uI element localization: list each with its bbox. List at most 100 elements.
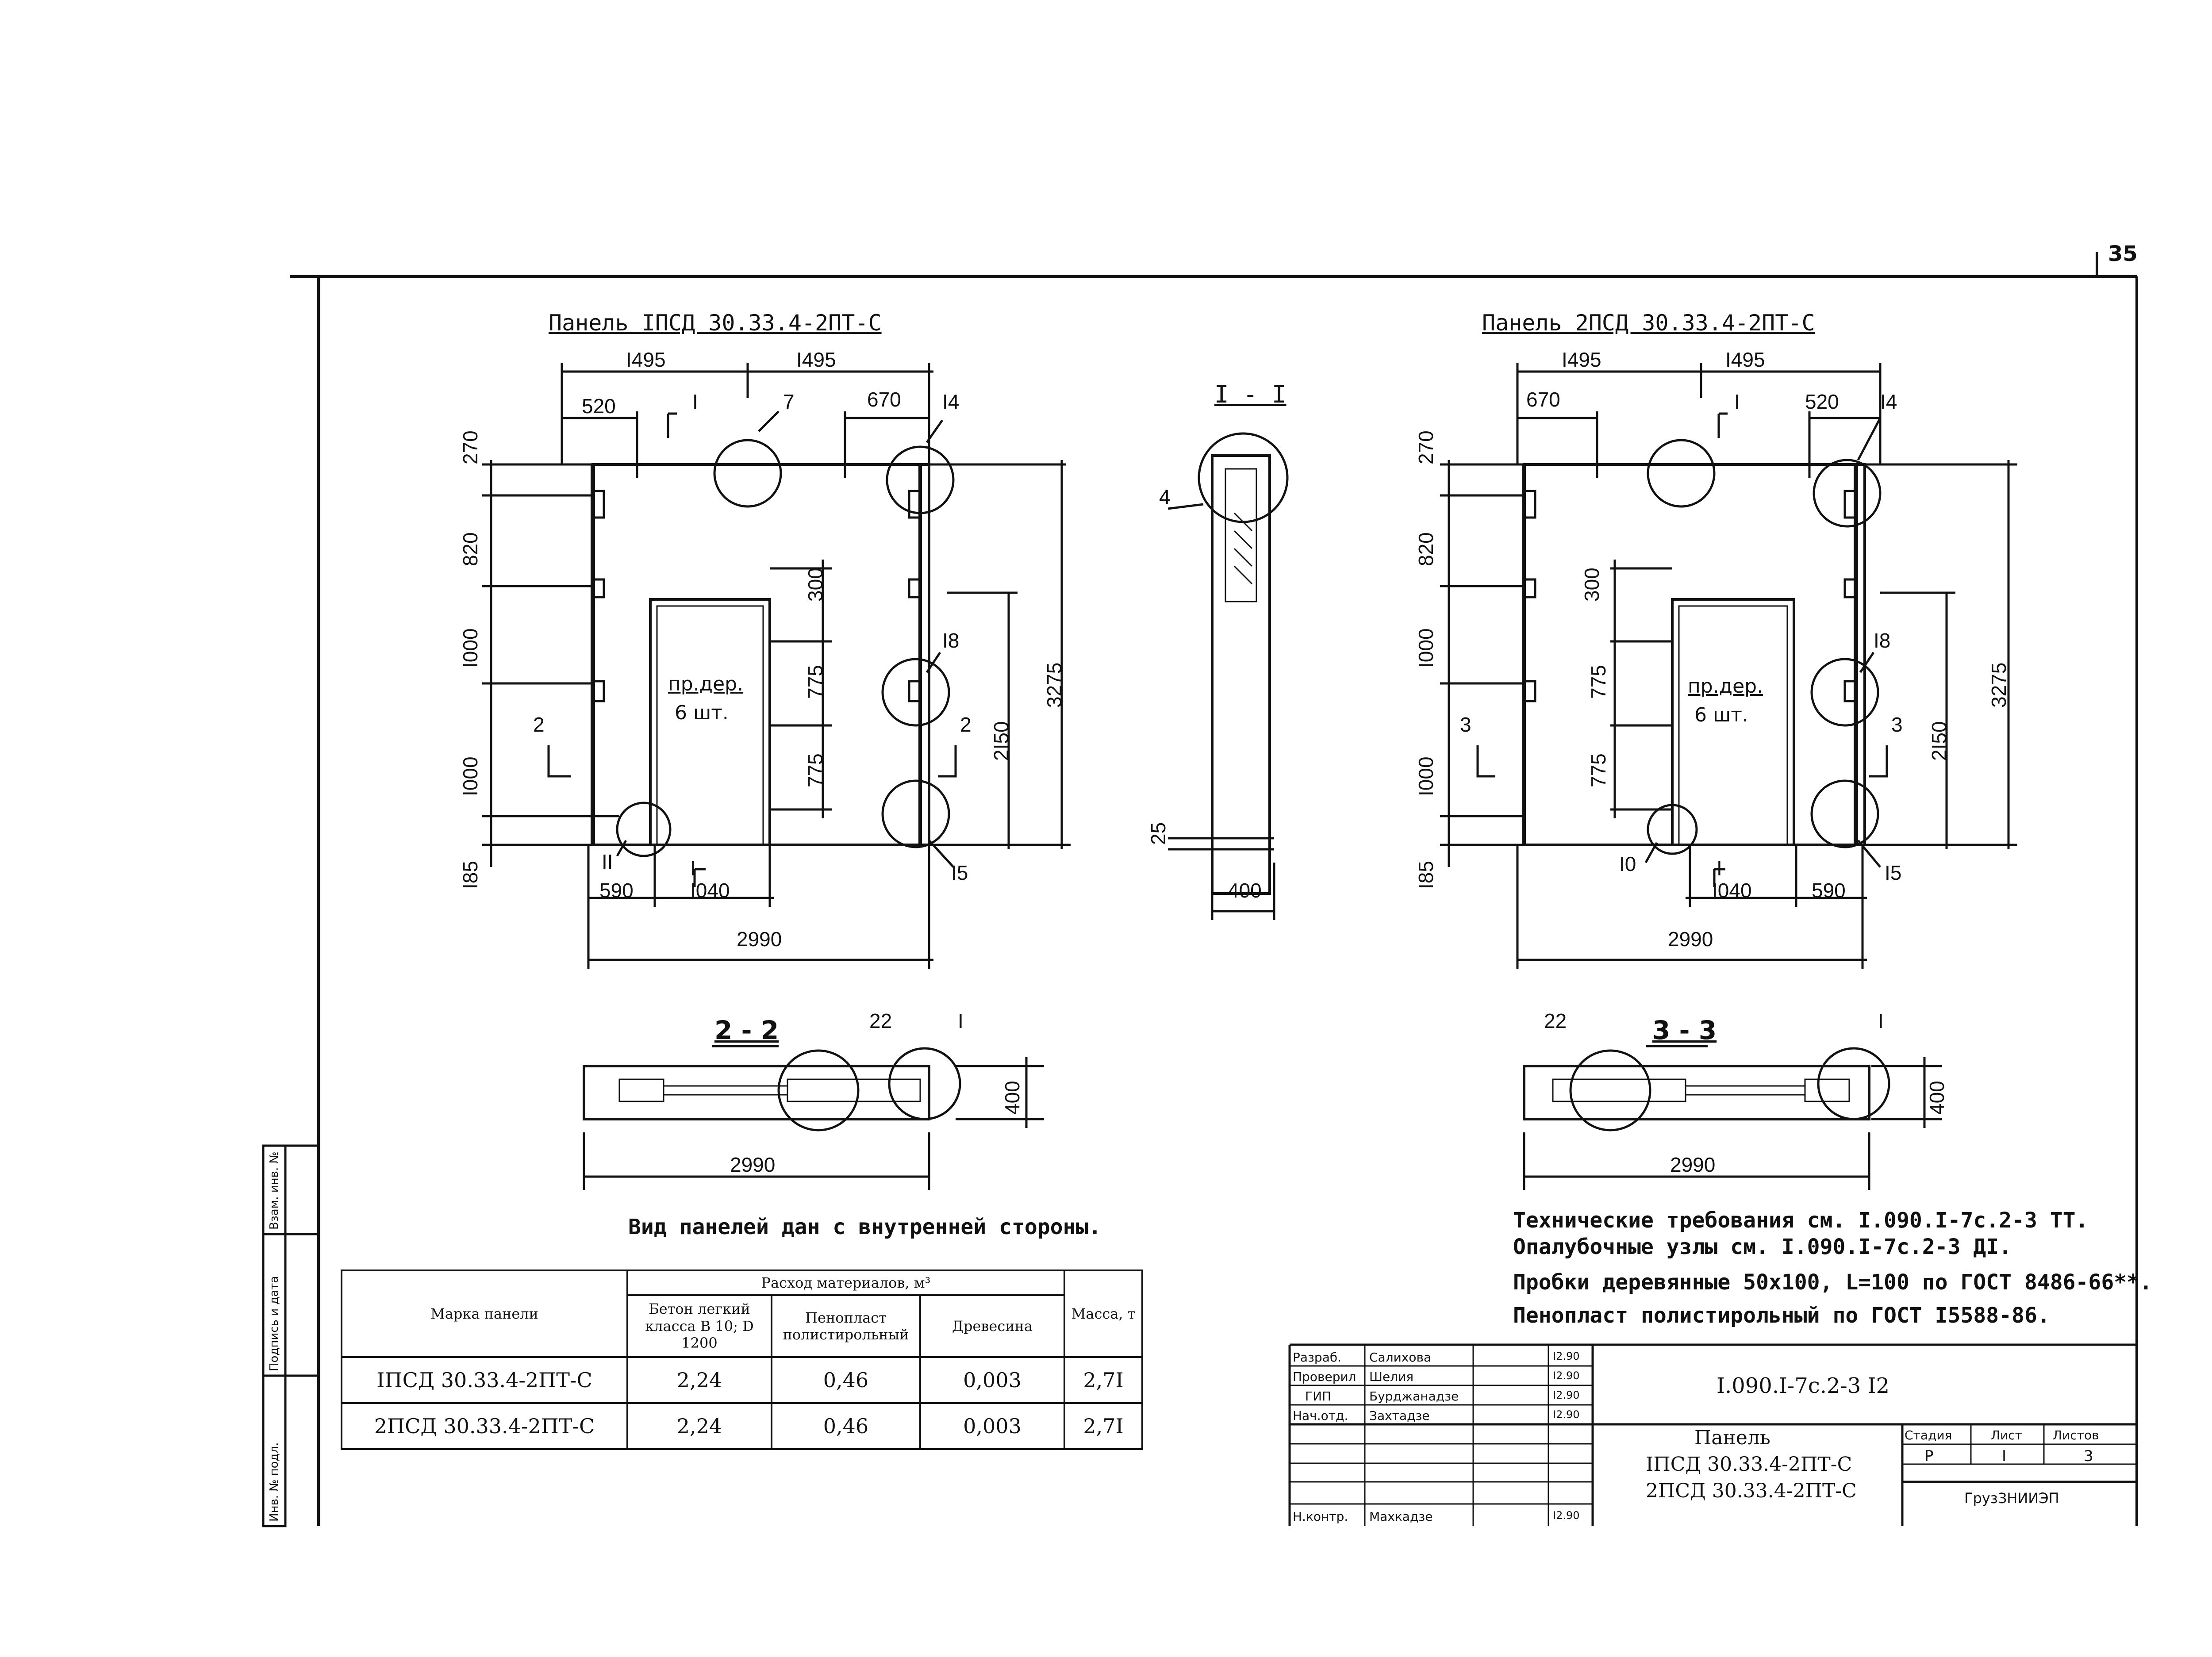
callout-11: II (602, 850, 613, 873)
dim: I495 (796, 348, 836, 371)
stamp-date: I2.90 (1553, 1408, 1580, 1421)
section-mark-3: 3 (1891, 713, 1903, 736)
callout-18: I8 (942, 629, 960, 652)
table-row: IПСД 30.33.4-2ПТ-С 2,24 0,46 0,003 2,7I (341, 1356, 1143, 1404)
stamp-name: Шелия (1369, 1369, 1414, 1384)
section-mark-I: I (690, 857, 696, 880)
cell-wood: 0,003 (919, 1402, 1065, 1450)
section-mark-3: 3 (1460, 713, 1471, 736)
section-33-title: 3 - 3 (1652, 1015, 1717, 1045)
stamp-date: I2.90 (1553, 1369, 1580, 1382)
door-label: пр.дер. (668, 673, 744, 695)
section-22-drawing (583, 1045, 1044, 1190)
view-note: Вид панелей дан с внутренней стороны. (628, 1215, 1102, 1239)
cell-concrete: 2,24 (626, 1356, 772, 1404)
header-materials: Расход материалов, м³ (626, 1270, 1065, 1296)
stamp-role: ГИП (1305, 1389, 1332, 1404)
callout-10: I0 (1619, 852, 1636, 875)
dim: I040 (690, 879, 730, 902)
dim: I85 (1414, 861, 1437, 889)
callout-14: I4 (942, 390, 960, 413)
doc-title: 2ПСД 30.33.4-2ПТ-С (1646, 1480, 1857, 1502)
stamp-role: Нач.отд. (1293, 1408, 1348, 1423)
dim: I85 (459, 861, 482, 889)
note-3: Пробки деревянные 50х100, L=100 по ГОСТ … (1513, 1270, 2152, 1295)
panel2-drawing (1440, 363, 2017, 969)
dim: 520 (1805, 390, 1839, 413)
panel1-title: Панель IПСД 30.33.4-2ПТ-С (549, 310, 882, 336)
dim: I495 (1562, 348, 1601, 371)
callout-22: 22 (1544, 1009, 1567, 1032)
callout-22: 22 (869, 1009, 892, 1032)
dim: 3275 (1043, 662, 1066, 708)
dim: 775 (1587, 665, 1610, 699)
stamp-name: Салихова (1369, 1350, 1432, 1365)
stamp-name: Махкадзе (1369, 1509, 1433, 1524)
dim: 400 (1001, 1081, 1024, 1115)
cell-concrete: 2,24 (626, 1402, 772, 1450)
dim: 670 (1526, 388, 1560, 411)
door-label: пр.дер. (1688, 675, 1763, 698)
cell-wood: 0,003 (919, 1356, 1065, 1404)
note-2: Опалубочные узлы см. I.090.I-7с.2-3 ДI. (1513, 1235, 2012, 1259)
dim: 2990 (1670, 1153, 1716, 1176)
cell-mark: IПСД 30.33.4-2ПТ-С (341, 1356, 628, 1404)
cell-foam: 0,46 (771, 1356, 921, 1404)
dim: I495 (626, 348, 666, 371)
dim: 270 (1414, 430, 1437, 464)
stamp-role: Разраб. (1293, 1350, 1342, 1365)
dim: 400 (1925, 1081, 1948, 1115)
table-row: 2ПСД 30.33.4-2ПТ-С 2,24 0,46 0,003 2,7I (341, 1402, 1143, 1450)
dim: 300 (804, 568, 827, 602)
dim: 2I50 (1928, 721, 1951, 761)
sheet-value: I (2002, 1447, 2007, 1465)
dim: I495 (1725, 348, 1765, 371)
callout-4: 4 (1159, 485, 1171, 508)
callout-14: I4 (1880, 390, 1897, 413)
dim: 590 (1812, 879, 1846, 902)
cell-foam: 0,46 (771, 1402, 921, 1450)
dim: 775 (804, 753, 827, 787)
panel2-title: Панель 2ПСД 30.33.4-2ПТ-С (1482, 310, 1815, 336)
side-stamp-label: Инв. № подл. (268, 1442, 281, 1522)
section-22-title: 2 - 2 (714, 1015, 779, 1045)
dim: I000 (1414, 628, 1437, 668)
side-stamp-lines (262, 1144, 319, 1527)
stamp-date: I2.90 (1553, 1509, 1580, 1522)
header-mass: Масса, т (1064, 1270, 1143, 1358)
title-block-lines (1288, 1343, 2137, 1526)
callout-15: I5 (951, 861, 968, 884)
section-mark-2: 2 (960, 713, 972, 736)
callout-7: 7 (783, 390, 795, 413)
header-wood: Древесина (919, 1294, 1065, 1358)
dim: I000 (459, 756, 482, 796)
callout-I: I (958, 1009, 964, 1032)
stamp-date: I2.90 (1553, 1350, 1580, 1362)
section-11-drawing (1167, 432, 1289, 920)
side-stamp-label: Взам. инв. № (268, 1151, 281, 1230)
cell-mass: 2,7I (1064, 1402, 1143, 1450)
dim: 2990 (730, 1153, 776, 1176)
dim: I000 (1414, 756, 1437, 796)
section-mark-I: I (692, 390, 698, 413)
dim: 590 (599, 879, 634, 902)
stage-value: Р (1924, 1447, 1934, 1465)
door-count: 6 шт. (1694, 704, 1748, 726)
side-stamp-label: Подпись и дата (268, 1276, 281, 1371)
dim: 25 (1147, 822, 1170, 845)
stamp-name: Бурджанадзе (1369, 1389, 1459, 1404)
sheets-header: Листов (2053, 1428, 2099, 1442)
dim: 820 (459, 532, 482, 566)
dim: 3275 (1987, 662, 2010, 708)
doc-title: IПСД 30.33.4-2ПТ-С (1646, 1453, 1852, 1476)
doc-title: Панель (1694, 1427, 1770, 1449)
dim: 820 (1414, 532, 1437, 566)
dim: I000 (459, 628, 482, 668)
note-1: Технические требования см. I.090.I-7с.2-… (1513, 1208, 2089, 1233)
section-mark-I: I (1734, 390, 1740, 413)
callout-18: I8 (1874, 629, 1891, 652)
dim: 670 (867, 388, 901, 411)
callout-I: I (1878, 1009, 1884, 1032)
callout-15: I5 (1885, 861, 1902, 884)
